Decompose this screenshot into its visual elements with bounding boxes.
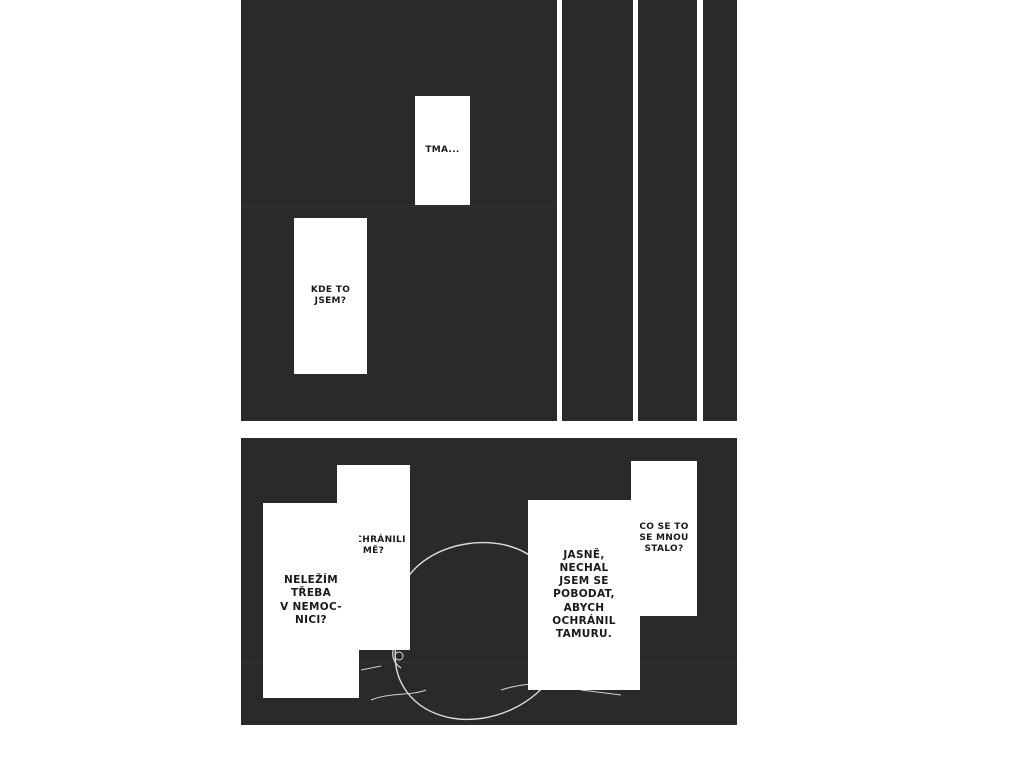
panel-divider xyxy=(241,662,737,663)
caption-kde-to-jsem: KDE TO JSEM? xyxy=(294,218,367,374)
caption-co-se-to: CO SE TO SE MNOU STALO? xyxy=(631,461,697,616)
caption-text: TMA... xyxy=(425,144,460,155)
caption-text: ZACHRÁNILI xyxy=(341,535,406,545)
caption-text: JASNĚ, xyxy=(563,549,605,562)
caption-text: TŘEBA xyxy=(290,587,332,600)
caption-tma: TMA... xyxy=(415,96,470,205)
caption-text: MĚ? xyxy=(362,546,385,557)
caption-text: KDE TO xyxy=(310,284,351,295)
manga-page: TMA... KDE TO JSEM? ZACHRÁNILI MĚ? NELEŽ… xyxy=(241,0,738,768)
caption-jasne: JASNĚ, NECHAL JSEM SE POBODAT, ABYCH OCH… xyxy=(528,500,640,690)
caption-text: ABYCH xyxy=(563,601,605,614)
panel-strip-3 xyxy=(703,0,737,421)
panel-top-main xyxy=(241,0,557,421)
caption-text: NECHAL xyxy=(559,562,609,575)
caption-text: SE MNOU xyxy=(639,532,689,543)
caption-text: NELEŽÍM xyxy=(284,574,338,587)
caption-text: NICI? xyxy=(295,613,327,626)
panel-strip-1 xyxy=(562,0,633,421)
panel-strip-2 xyxy=(638,0,697,421)
caption-text: STALO? xyxy=(644,544,684,555)
caption-text: V NEMOC- xyxy=(280,600,342,613)
panel-divider xyxy=(241,206,557,207)
caption-text: OCHRÁNIL xyxy=(552,614,616,627)
caption-nelezim: NELEŽÍM TŘEBA V NEMOC- NICI? xyxy=(263,503,359,698)
caption-text: JSEM? xyxy=(314,296,347,306)
caption-text: JSEM SE xyxy=(559,575,609,588)
caption-text: POBODAT, xyxy=(553,588,615,601)
caption-text: CO SE TO xyxy=(639,521,689,532)
caption-text: TAMURU. xyxy=(555,627,613,640)
